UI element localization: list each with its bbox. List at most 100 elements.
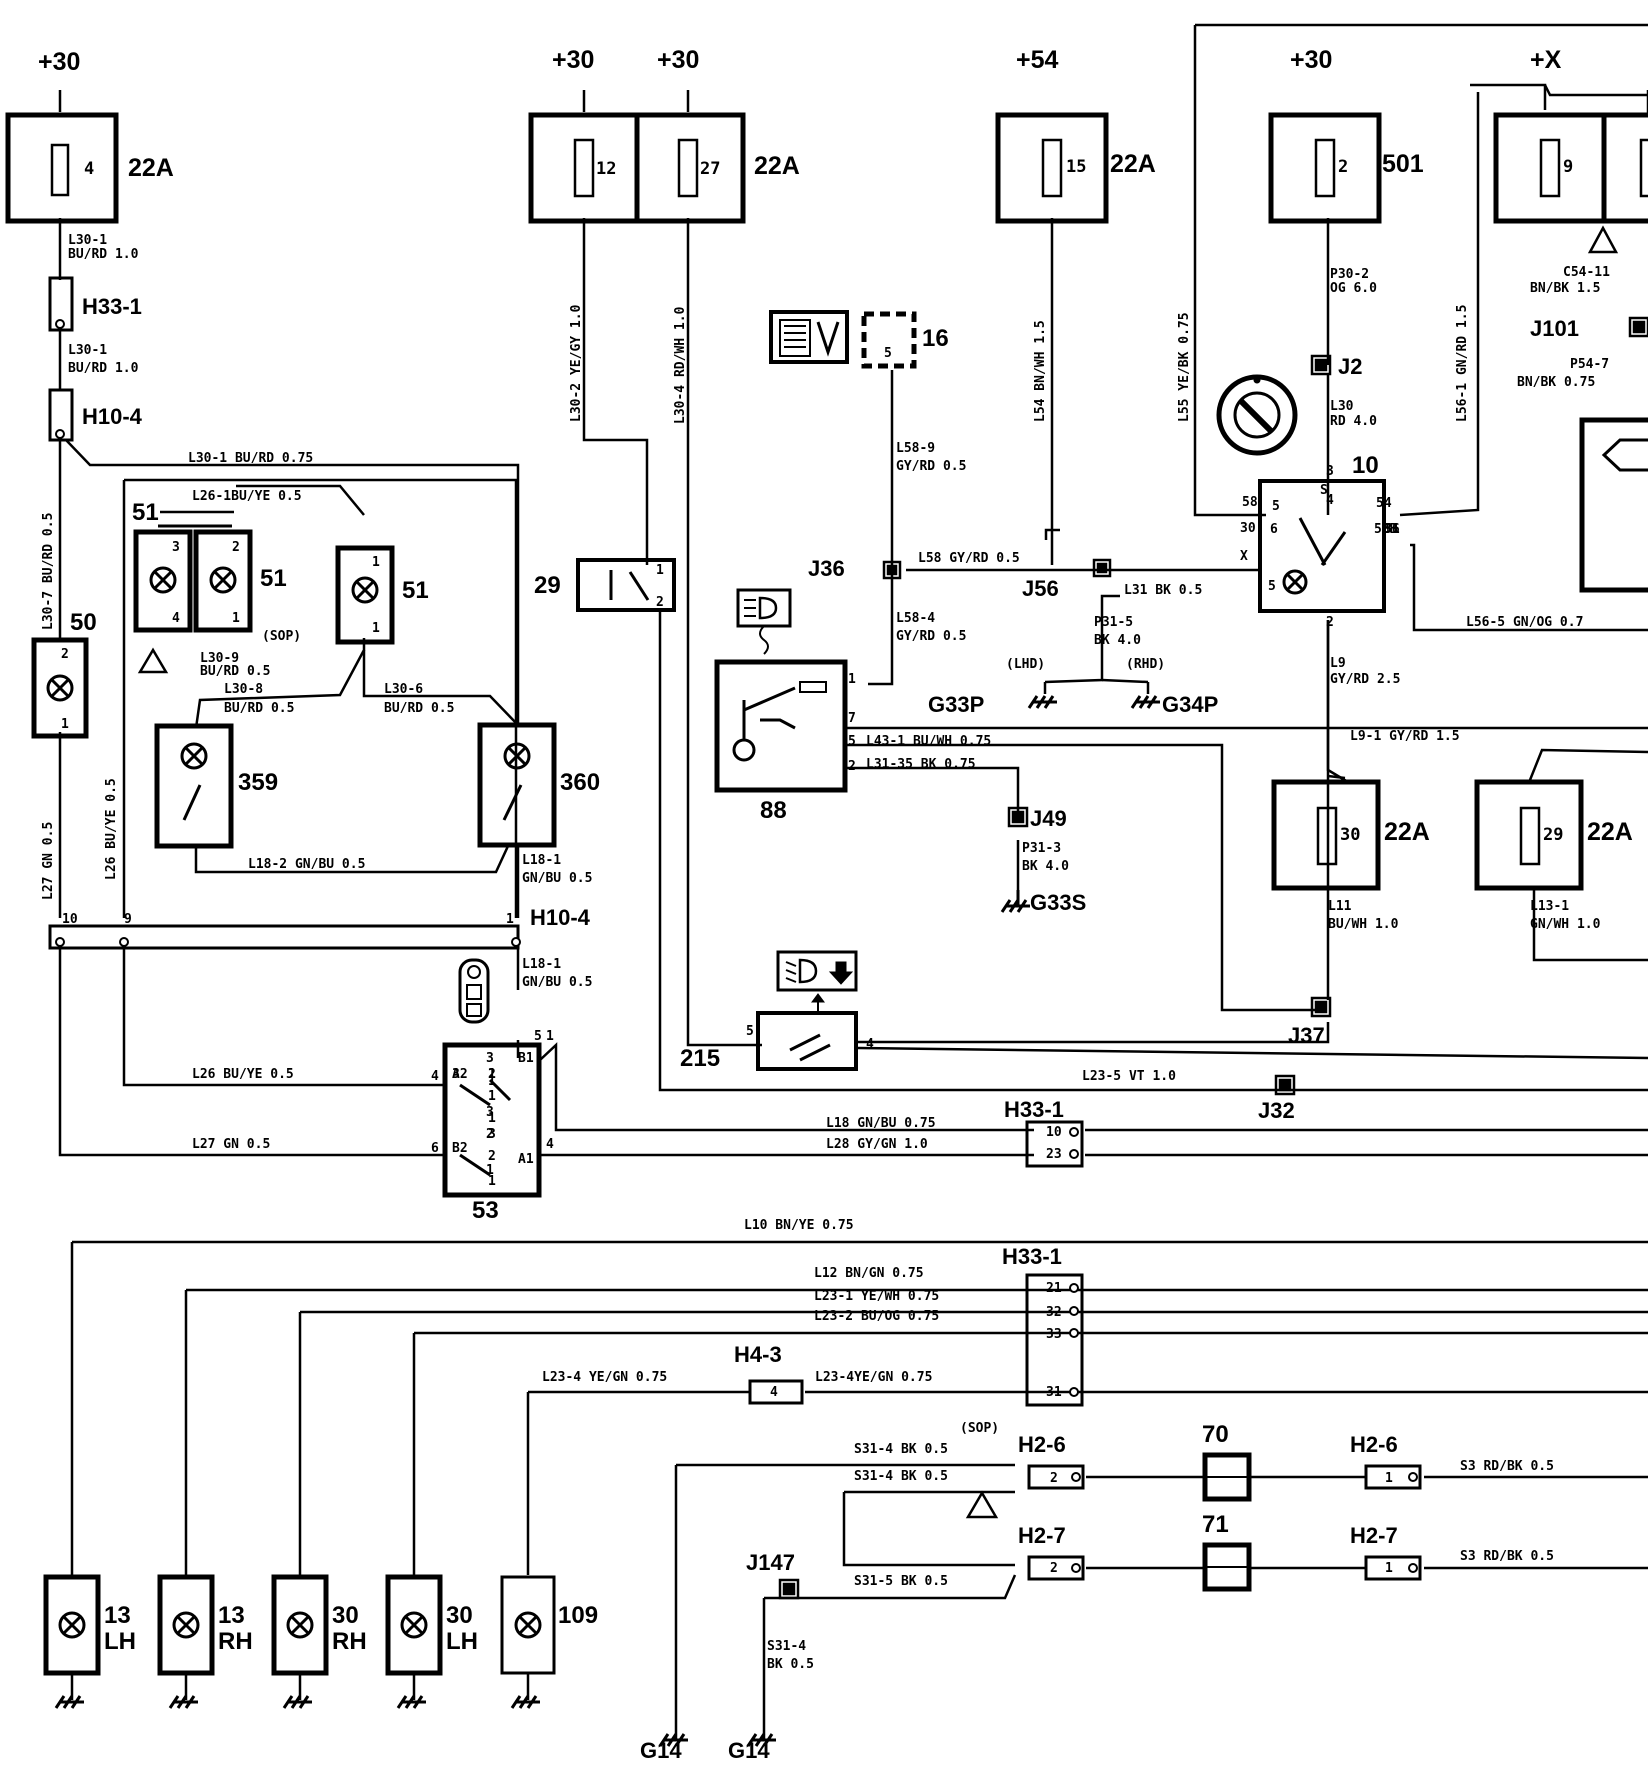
pin-label: 1: [506, 912, 514, 927]
pin-label: 23: [1046, 1147, 1062, 1162]
pin-label: A2: [452, 1067, 468, 1082]
pin-label: 3: [452, 1067, 460, 1082]
wire-label: GY/RD 0.5: [896, 629, 966, 644]
splice-label: J56: [1022, 576, 1059, 601]
pin-label: 2: [488, 1067, 496, 1082]
wire-label: BU/WH 1.0: [1328, 917, 1399, 932]
wire-label: L18-1: [522, 853, 561, 868]
wire-label: P31-5: [1094, 615, 1133, 630]
wire-label: S31-4: [767, 1639, 806, 1654]
pin-label: 3: [488, 1127, 496, 1142]
connector-label: H33-1: [1004, 1097, 1064, 1122]
pin-label: 2: [486, 1127, 494, 1142]
splice-icon: [778, 316, 1648, 1600]
pin-label: 5: [1268, 579, 1276, 594]
pin-label: 10: [1046, 1125, 1062, 1140]
wire-label: L27 GN 0.5: [192, 1137, 270, 1152]
wire-label: L58-4: [896, 611, 935, 626]
pin-label: 1: [1385, 1471, 1393, 1486]
pin-label: 4: [770, 1385, 778, 1400]
pin-label: 21: [1046, 1281, 1062, 1296]
note-label: (SOP): [262, 629, 301, 644]
pin-label: 1: [488, 1067, 496, 1082]
pin-label: 4: [866, 1037, 874, 1052]
component-label: 359: [238, 769, 278, 796]
note-label: (LHD): [1006, 657, 1045, 672]
pin-label: A1: [518, 1152, 534, 1167]
splice-label: J147: [746, 1550, 795, 1575]
wire-label: GY/RD 2.5: [1330, 672, 1400, 687]
component-label: 88: [760, 797, 787, 824]
wire-label: P54-7: [1570, 357, 1609, 372]
component-label: RH: [218, 1628, 253, 1655]
wire-label: BU/RD 1.0: [68, 247, 139, 262]
wire-label: C54-11: [1563, 265, 1610, 280]
wire-label: S31-5 BK 0.5: [854, 1574, 948, 1589]
wire-label: RD 4.0: [1330, 414, 1377, 429]
component-label: 71: [1202, 1511, 1229, 1538]
splice-label: J101: [1530, 316, 1579, 341]
vertical-wire-label: L30-2 YE/GY 1.0: [569, 304, 584, 422]
connector-pins: [55, 319, 1418, 1573]
vertical-wire-label: L54 BN/WH 1.5: [1033, 320, 1048, 422]
wire-label: L23-4YE/GN 0.75: [815, 1370, 932, 1385]
fuse-boxes: [5, 112, 1648, 891]
pin-label: 6: [1270, 522, 1278, 537]
component-label: 50: [70, 609, 97, 636]
wire-label: L30-6: [384, 682, 423, 697]
pin-label: 32: [1046, 1305, 1062, 1320]
fuse-number-label: 9: [1563, 157, 1573, 177]
wire-label: BN/BK 0.75: [1517, 375, 1595, 390]
pin-label: 2: [656, 595, 664, 610]
note-label: (RHD): [1126, 657, 1165, 672]
wire-label: L56-5 GN/OG 0.7: [1466, 615, 1583, 630]
pin-label: 30: [1240, 521, 1256, 536]
wire-label: L30: [1330, 399, 1354, 414]
wire-label: L10 BN/YE 0.75: [744, 1218, 854, 1233]
wire-label: OG 6.0: [1330, 281, 1377, 296]
pin-label: 5: [746, 1024, 754, 1039]
pin-label: 6: [431, 1141, 439, 1156]
supply-voltage-label: +30: [552, 46, 594, 74]
component-label: RH: [332, 1628, 367, 1655]
vertical-wire-label: L30-4 RD/WH 1.0: [673, 306, 688, 424]
pin-label: 2: [1326, 615, 1334, 630]
pin-label: 7: [848, 711, 856, 726]
connector-label: H2-6: [1350, 1432, 1398, 1457]
fuse-number-label: 12: [596, 159, 616, 179]
fuse-number-label: 2: [1338, 157, 1348, 177]
splice-label: J49: [1030, 806, 1067, 831]
connector-label: H2-7: [1350, 1523, 1398, 1548]
wire-label: BN/BK 1.5: [1530, 281, 1600, 296]
pin-label: 1: [1385, 1561, 1393, 1576]
wire-label: L30-1: [68, 233, 107, 248]
wire-label: GN/WH 1.0: [1530, 917, 1601, 932]
headlamp-dip-icon: [776, 950, 858, 1012]
fuse-number-label: 30: [1340, 825, 1360, 845]
fuse-rating-label: 22A: [1110, 150, 1156, 178]
component-label: 70: [1202, 1421, 1229, 1448]
wire-label: L13-1: [1530, 899, 1569, 914]
direction-arrow-icon: [1601, 438, 1648, 472]
ground-label: G14: [640, 1738, 682, 1763]
pin-label: 1: [488, 1089, 496, 1104]
pin-label: 31: [1384, 522, 1400, 537]
note-labels: (SOP)(LHD)(RHD)(SOP): [262, 629, 1165, 1436]
wire-label: L18 GN/BU 0.75: [826, 1116, 936, 1131]
pin-label: 1: [372, 555, 380, 570]
component-label: 51: [402, 577, 429, 604]
wire-label: GN/BU 0.5: [522, 975, 592, 990]
fuse-number-label: 15: [1066, 157, 1086, 177]
component-label: 10: [1352, 452, 1379, 479]
pin-label: 1: [488, 1074, 496, 1089]
wire-label: S3 RD/BK 0.5: [1460, 1459, 1554, 1474]
pin-label: 4: [1326, 493, 1334, 508]
wire-label: BU/RD 1.0: [68, 361, 139, 376]
pin-label: 3: [1326, 464, 1334, 479]
fuse-rating-label: 22A: [754, 152, 800, 180]
wire-label: L28 GY/GN 1.0: [826, 1137, 928, 1152]
pin-label: 2: [1050, 1471, 1058, 1486]
pin-label: 1: [372, 621, 380, 636]
